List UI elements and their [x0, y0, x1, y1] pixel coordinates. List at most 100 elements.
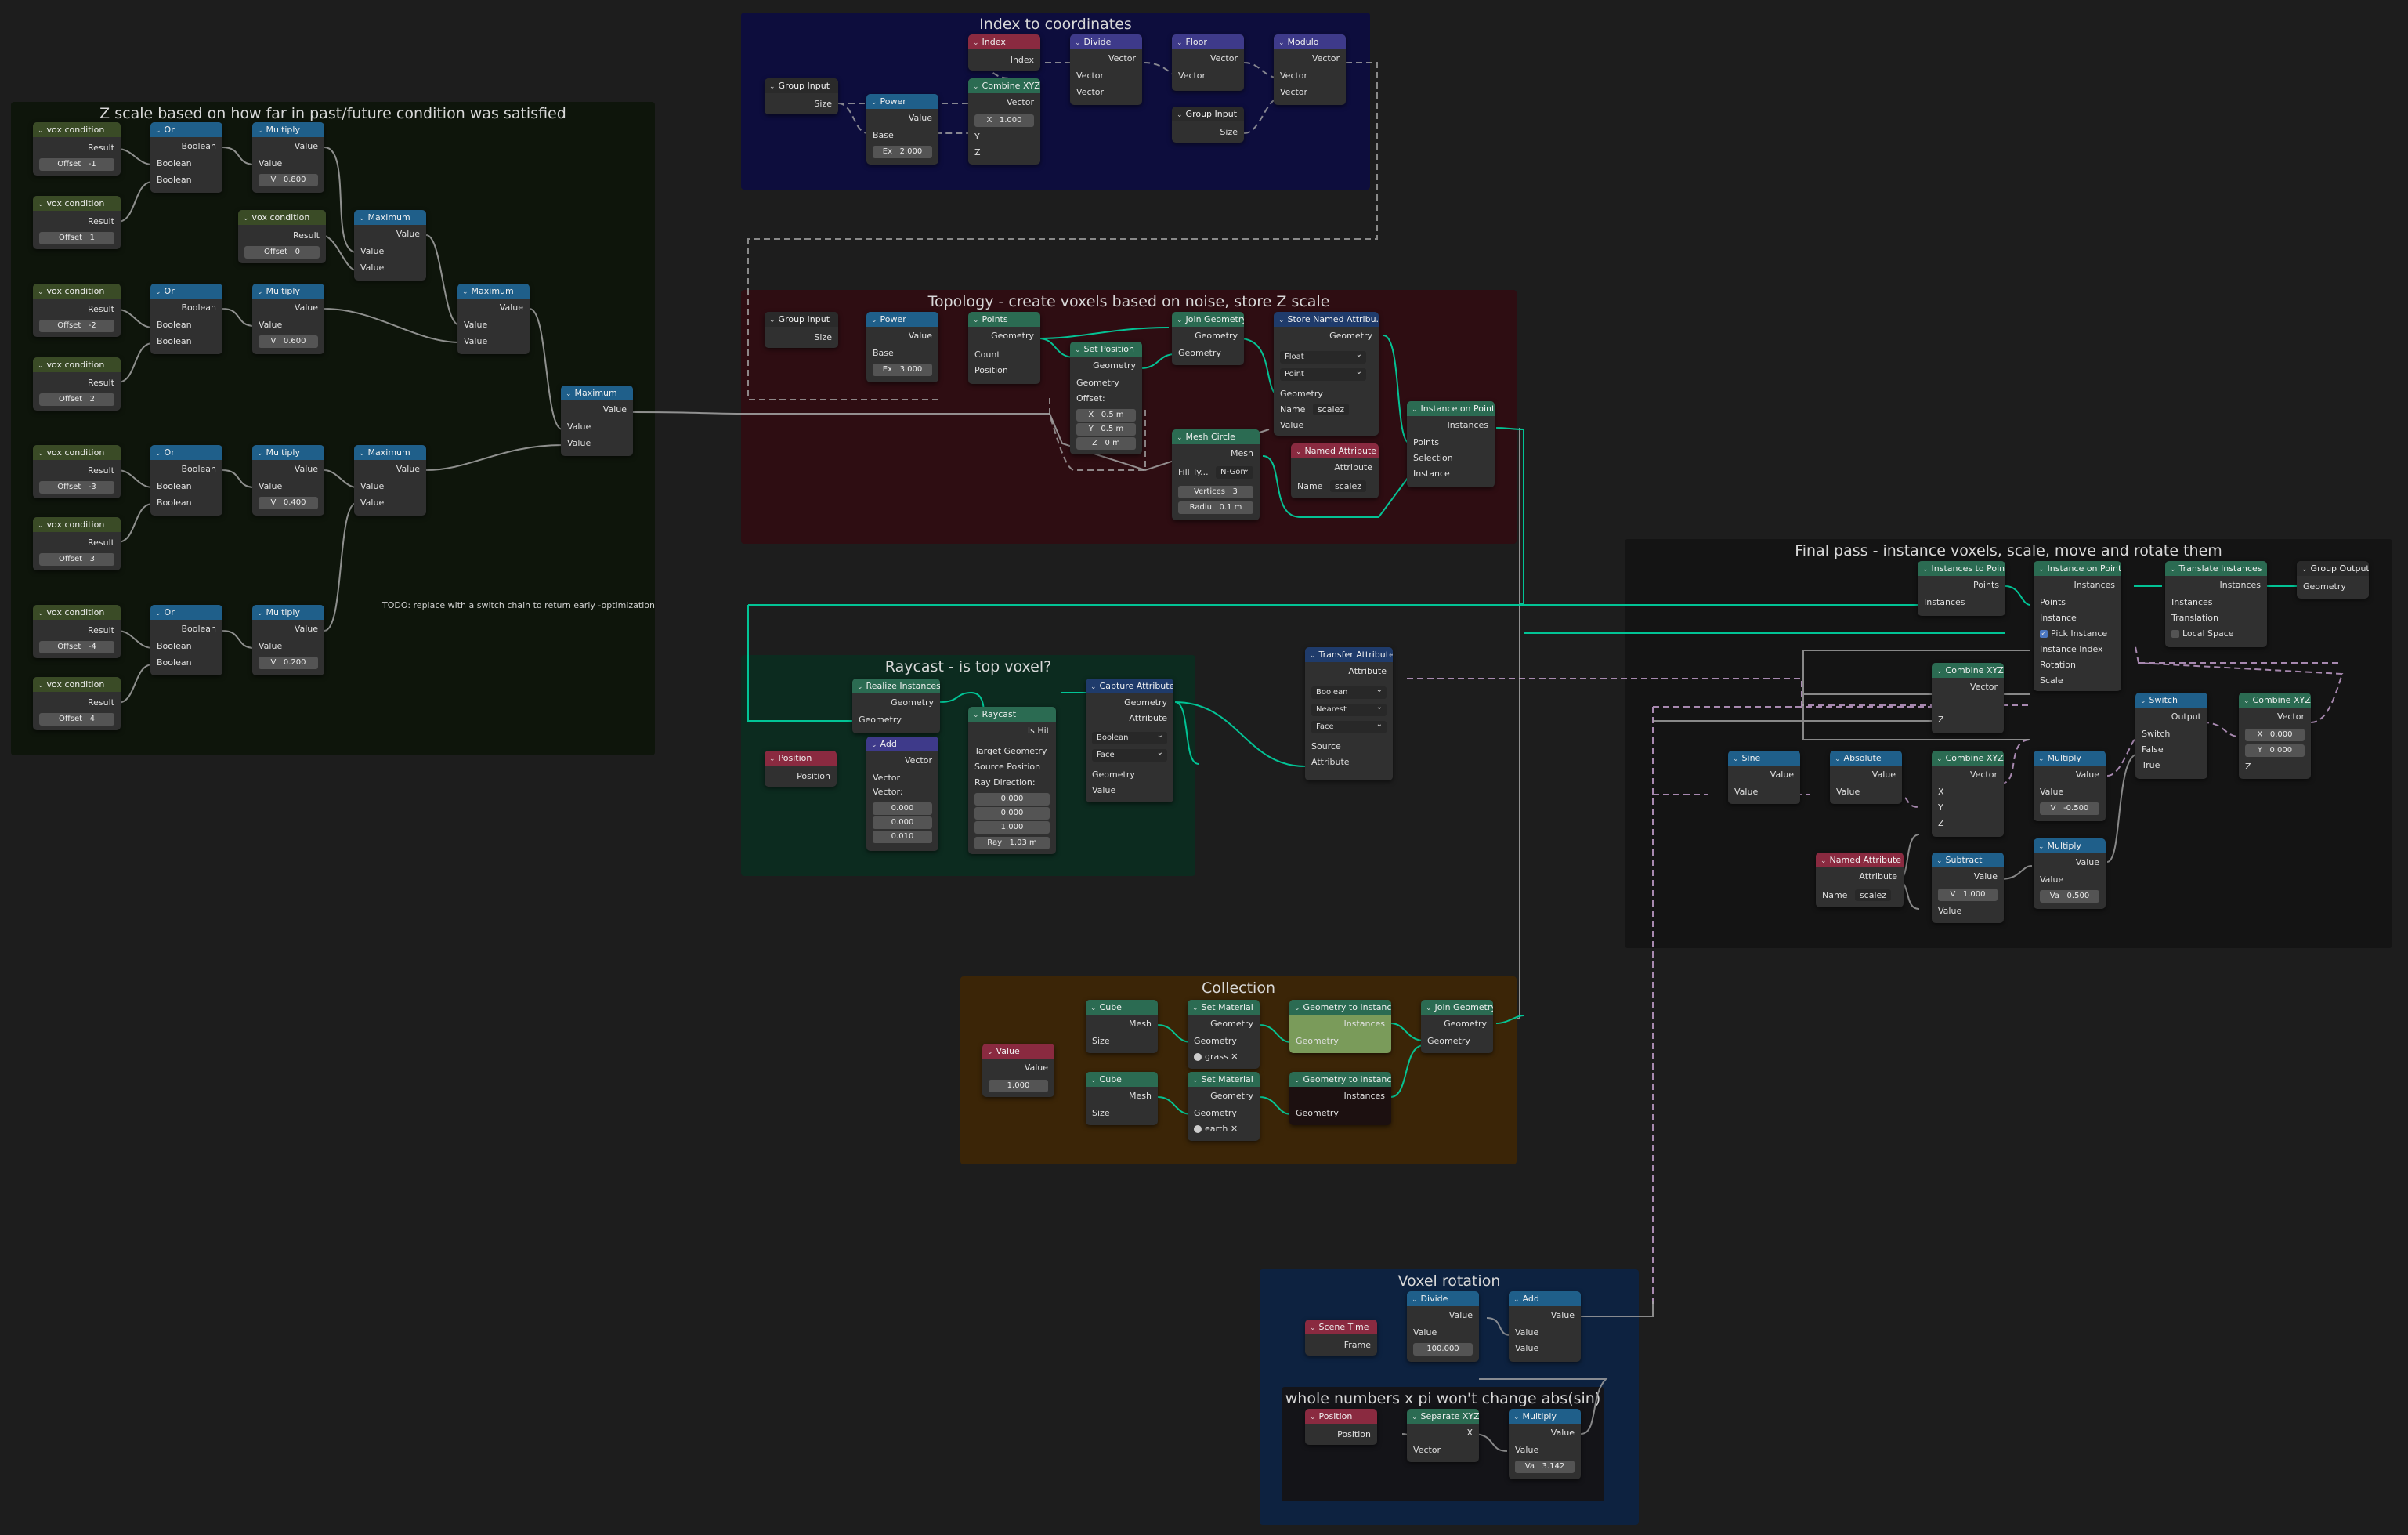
chevron-down-icon[interactable]: ⌄ [1192, 1005, 1199, 1012]
value-field[interactable]: V 0.800 [259, 174, 318, 186]
multiply-node-6[interactable]: ⌄Multiply Value Value Va 0.500 [2034, 838, 2106, 909]
chevron-down-icon[interactable]: ⌄ [1412, 1296, 1418, 1304]
chevron-down-icon[interactable]: ⌄ [1090, 1005, 1097, 1012]
chevron-down-icon[interactable]: ⌄ [1294, 1077, 1300, 1084]
data-type-dropdown[interactable]: Boolean [1311, 684, 1387, 699]
multiply-node-7[interactable]: ⌄Multiply Value Value Va 3.142 [1509, 1409, 1581, 1479]
switch-node[interactable]: ⌄Switch Output Switch False True [2135, 693, 2207, 779]
chevron-down-icon[interactable]: ⌄ [1090, 683, 1097, 691]
offset-field[interactable]: Offset 2 [39, 393, 114, 406]
transfer-attribute-node[interactable]: ⌄Transfer Attribute Attribute Boolean Ne… [1305, 647, 1393, 780]
chevron-down-icon[interactable]: ⌄ [1835, 755, 1841, 763]
chevron-down-icon[interactable]: ⌄ [769, 317, 776, 324]
y-field[interactable]: Y 0.000 [2245, 744, 2305, 757]
vox-condition-node-5[interactable]: ⌄vox condition Result Offset 2 [33, 357, 121, 411]
chevron-down-icon[interactable]: ⌄ [769, 755, 776, 763]
separate-xyz-node[interactable]: ⌄Separate XYZ X Vector [1407, 1409, 1479, 1462]
domain-dropdown[interactable]: Face [1092, 747, 1167, 762]
close-icon[interactable]: ✕ [1231, 1052, 1238, 1062]
offset-field[interactable]: Offset -2 [39, 320, 114, 332]
cube-node-1[interactable]: ⌄Cube Mesh Size [1086, 1000, 1158, 1053]
chevron-down-icon[interactable]: ⌄ [2170, 566, 2176, 574]
chevron-down-icon[interactable]: ⌄ [1310, 1414, 1316, 1421]
chevron-down-icon[interactable]: ⌄ [973, 39, 979, 47]
multiply-node-4[interactable]: ⌄Multiply Value Value V 0.200 [252, 605, 324, 675]
maximum-node-4[interactable]: ⌄Maximum Value Value Value [561, 386, 633, 456]
chevron-down-icon[interactable]: ⌄ [257, 127, 263, 135]
index-node[interactable]: ⌄Index Index [968, 34, 1040, 71]
combine-xyz-node-2[interactable]: ⌄Combine XYZ Vector Z [1932, 663, 2004, 733]
chevron-down-icon[interactable]: ⌄ [1177, 39, 1183, 47]
chevron-down-icon[interactable]: ⌄ [38, 682, 44, 690]
value-field[interactable]: Va 0.500 [2040, 890, 2099, 903]
ray-length-field[interactable]: Ray 1.03 m [974, 837, 1050, 849]
ray-dir-y-field[interactable]: 0.000 [974, 807, 1050, 820]
pick-instance-row[interactable]: ✓Pick Instance [2040, 628, 2108, 639]
chevron-down-icon[interactable]: ⌄ [38, 450, 44, 458]
value-field[interactable]: V 1.000 [1938, 889, 1998, 901]
chevron-down-icon[interactable]: ⌄ [1513, 1296, 1520, 1304]
realize-instances-node[interactable]: ⌄Realize Instances Geometry Geometry [852, 679, 940, 733]
or-node-2[interactable]: ⌄Or Boolean Boolean Boolean [150, 284, 222, 354]
chevron-down-icon[interactable]: ⌄ [2038, 755, 2045, 763]
chevron-down-icon[interactable]: ⌄ [1733, 755, 1739, 763]
raycast-node[interactable]: ⌄Raycast Is Hit Target Geometry Source P… [968, 707, 1056, 854]
power-node-2[interactable]: ⌄Power Value Base Ex 3.000 [866, 312, 938, 382]
chevron-down-icon[interactable]: ⌄ [359, 215, 365, 223]
points-node[interactable]: ⌄Points Geometry Count Position [968, 312, 1040, 384]
local-space-row[interactable]: Local Space [2171, 628, 2261, 639]
divide-node-1[interactable]: ⌄Divide Vector Vector Vector [1070, 34, 1142, 105]
vox-condition-node-9[interactable]: ⌄vox condition Result Offset 4 [33, 677, 121, 730]
chevron-down-icon[interactable]: ⌄ [243, 215, 249, 223]
combine-xyz-node-4[interactable]: ⌄Combine XYZ Vector X Y Z [1932, 751, 2004, 837]
position-node-1[interactable]: ⌄Position Position [765, 751, 837, 787]
value-field[interactable]: V -0.500 [2040, 802, 2099, 815]
chevron-down-icon[interactable]: ⌄ [1177, 317, 1183, 324]
data-type-dropdown[interactable]: Float [1280, 349, 1366, 364]
chevron-down-icon[interactable]: ⌄ [973, 317, 979, 324]
exponent-field[interactable]: Ex 2.000 [873, 146, 932, 158]
offset-field[interactable]: Offset -4 [39, 641, 114, 653]
value-field[interactable]: 100.000 [1413, 1343, 1473, 1356]
mesh-circle-node[interactable]: ⌄Mesh Circle Mesh Fill Ty... N-Gon Verti… [1172, 429, 1260, 520]
add-node-1[interactable]: ⌄Add Vector Vector Vector: 0.000 0.000 0… [866, 737, 938, 851]
divide-node-2[interactable]: ⌄Divide Value Value 100.000 [1407, 1291, 1479, 1362]
geometry-to-instance-node-2[interactable]: ⌄Geometry to Instance Instances Geometry [1289, 1072, 1391, 1125]
join-geometry-node-2[interactable]: ⌄Join Geometry Geometry Geometry [1421, 1000, 1493, 1053]
set-material-node-1[interactable]: ⌄Set Material Geometry Geometry grass ✕ [1188, 1000, 1260, 1069]
multiply-node-1[interactable]: ⌄Multiply Value Value V 0.800 [252, 122, 324, 193]
chevron-down-icon[interactable]: ⌄ [2038, 843, 2045, 851]
domain-dropdown[interactable]: Point [1280, 366, 1366, 381]
chevron-down-icon[interactable]: ⌄ [1412, 1414, 1418, 1421]
sine-node[interactable]: ⌄Sine Value Value [1728, 751, 1800, 804]
chevron-down-icon[interactable]: ⌄ [359, 450, 365, 458]
exponent-field[interactable]: Ex 3.000 [873, 364, 932, 376]
named-attribute-node-1[interactable]: ⌄Named Attribute Attribute Name scalez [1291, 443, 1379, 498]
chevron-down-icon[interactable]: ⌄ [1426, 1005, 1432, 1012]
chevron-down-icon[interactable]: ⌄ [38, 522, 44, 530]
vox-condition-node-2[interactable]: ⌄vox condition Result Offset 1 [33, 196, 121, 249]
close-icon[interactable]: ✕ [1230, 1124, 1238, 1134]
maximum-node-1[interactable]: ⌄Maximum Value Value Value [354, 210, 426, 281]
named-attribute-node-2[interactable]: ⌄Named Attribute Attribute Name scalez [1816, 853, 1904, 907]
chevron-down-icon[interactable]: ⌄ [2140, 697, 2146, 705]
chevron-down-icon[interactable]: ⌄ [566, 390, 572, 398]
vox-condition-node-6[interactable]: ⌄vox condition Result Offset -3 [33, 445, 121, 498]
chevron-down-icon[interactable]: ⌄ [1177, 434, 1183, 442]
vox-condition-node-4[interactable]: ⌄vox condition Result Offset -2 [33, 284, 121, 337]
offset-x-field[interactable]: X 0.5 m [1076, 409, 1136, 422]
offset-y-field[interactable]: Y 0.5 m [1076, 423, 1136, 436]
chevron-down-icon[interactable]: ⌄ [1294, 1005, 1300, 1012]
mapping-dropdown[interactable]: Nearest [1311, 701, 1387, 716]
chevron-down-icon[interactable]: ⌄ [871, 741, 877, 749]
multiply-node-2[interactable]: ⌄Multiply Value Value V 0.600 [252, 284, 324, 354]
or-node-4[interactable]: ⌄Or Boolean Boolean Boolean [150, 605, 222, 675]
store-named-attribute-node[interactable]: ⌄Store Named Attribu... Geometry Float P… [1274, 312, 1379, 436]
chevron-down-icon[interactable]: ⌄ [987, 1048, 993, 1056]
chevron-down-icon[interactable]: ⌄ [38, 362, 44, 370]
offset-field[interactable]: Offset 3 [39, 553, 114, 566]
maximum-node-2[interactable]: ⌄Maximum Value Value Value [457, 284, 530, 354]
instance-on-points-node[interactable]: ⌄Instance on Points Instances Points Ins… [2034, 561, 2121, 691]
chevron-down-icon[interactable]: ⌄ [973, 83, 979, 91]
modulo-node[interactable]: ⌄Modulo Vector Vector Vector [1274, 34, 1346, 105]
